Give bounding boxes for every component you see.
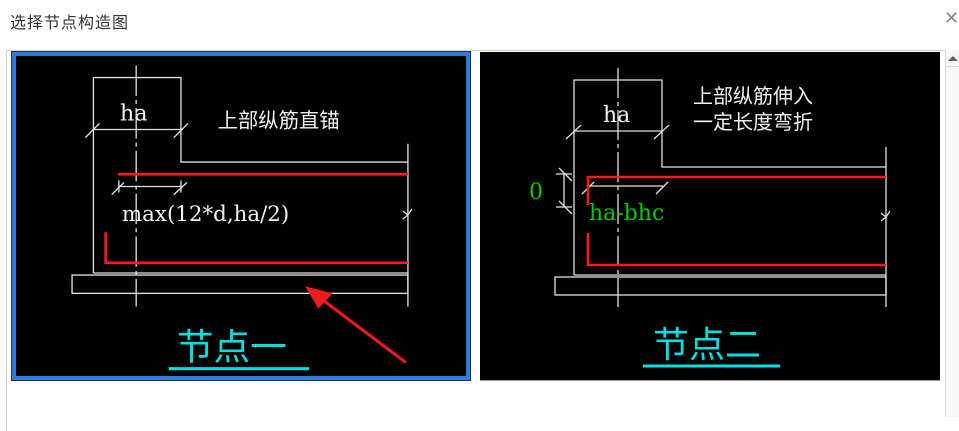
triangle-up-icon[interactable] bbox=[946, 50, 959, 67]
column-outline bbox=[92, 76, 408, 273]
bottom-rebar bbox=[104, 232, 408, 265]
close-icon[interactable]: ✕ bbox=[944, 8, 959, 29]
node-card-2[interactable]: ha 上部纵筋伸入 一定长度弯折 0 ha-bhc 节点二 bbox=[480, 52, 940, 381]
node-description: 上部纵筋直锚 bbox=[218, 108, 340, 132]
anchor-length-label: ha-bhc bbox=[589, 201, 664, 226]
node-1-diagram: ha 上部纵筋直锚 max(12*d,ha/2) 节点一 bbox=[71, 65, 413, 371]
column-dim-label: ha bbox=[603, 103, 630, 128]
column-dim-label: ha bbox=[120, 100, 148, 126]
anchor-length-label: max(12*d,ha/2) bbox=[122, 202, 289, 227]
dialog-title-bar: 选择节点构造图 ✕ bbox=[0, 0, 959, 44]
annotation-arrow-icon bbox=[305, 286, 407, 364]
node-description-line2: 一定长度弯折 bbox=[693, 110, 813, 134]
bend-dim-label: 0 bbox=[529, 180, 543, 205]
node-card-1[interactable]: ha 上部纵筋直锚 max(12*d,ha/2) 节点一 bbox=[11, 51, 471, 381]
node-title: 节点一 bbox=[177, 326, 287, 369]
vertical-scrollbar[interactable] bbox=[945, 50, 959, 417]
node-2-diagram: ha 上部纵筋伸入 一定长度弯折 0 ha-bhc 节点二 bbox=[529, 68, 891, 368]
node-description-line1: 上部纵筋伸入 bbox=[693, 84, 813, 108]
node-title: 节点二 bbox=[653, 325, 761, 366]
dialog-title: 选择节点构造图 bbox=[10, 13, 130, 32]
